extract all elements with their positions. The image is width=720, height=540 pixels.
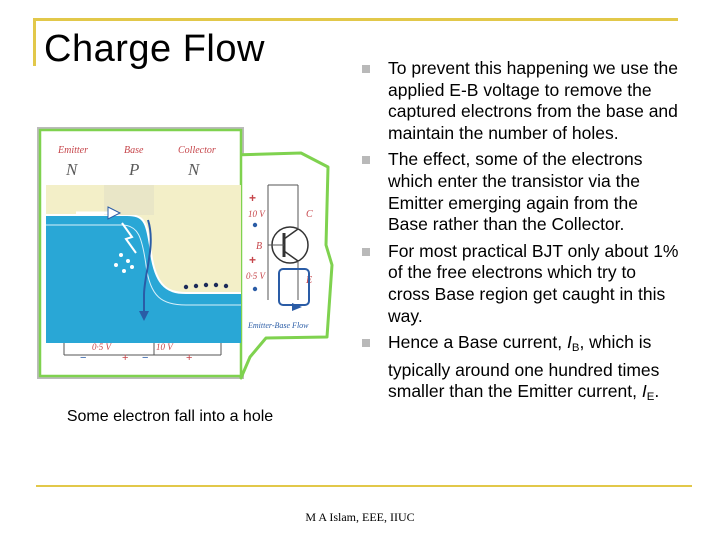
decorative-bottom-line bbox=[36, 485, 692, 487]
bullet-list: To prevent this happening we use the app… bbox=[360, 58, 680, 414]
decorative-top-line bbox=[33, 18, 678, 21]
band-edge-lower bbox=[46, 224, 241, 306]
electron-flow-arrowhead bbox=[107, 206, 122, 220]
bullet-square-icon bbox=[362, 247, 370, 256]
slide-footer: M A Islam, EEE, IIUC bbox=[305, 510, 415, 524]
bullet-text-4-mid: , which is typically around one hundred … bbox=[388, 332, 660, 402]
bullet-item: For most practical BJT only about 1% of … bbox=[360, 241, 680, 327]
transistor-emitter-leg bbox=[283, 250, 299, 262]
bullet-square-icon bbox=[362, 339, 370, 348]
collector-type: N bbox=[187, 160, 201, 179]
base-current-subscript: B bbox=[571, 342, 580, 355]
base-type: P bbox=[128, 160, 139, 179]
capture-lightning bbox=[121, 222, 137, 254]
flow-path-arrowhead bbox=[292, 303, 302, 311]
slide-title: Charge Flow bbox=[44, 28, 265, 70]
bullet-item: The effect, some of the electrons which … bbox=[360, 149, 680, 235]
right-voltage-bottom: 0·5 V bbox=[246, 271, 267, 281]
bullet-text-3: For most practical BJT only about 1% of … bbox=[388, 240, 679, 326]
right-minus-top-dot bbox=[252, 222, 258, 228]
bullet-square-icon bbox=[362, 65, 370, 73]
emitter-label: Emitter bbox=[57, 145, 88, 156]
right-voltage-top: 10 V bbox=[248, 209, 266, 219]
diagram-caption: Some electron fall into a hole bbox=[66, 408, 274, 425]
fall-arrow bbox=[143, 219, 152, 315]
decorative-vertical-line bbox=[33, 18, 36, 66]
collector-label: Collector bbox=[178, 145, 216, 156]
transistor-collector-leg bbox=[283, 228, 299, 240]
bullet-text-2: The effect, some of the electrons which … bbox=[388, 149, 643, 235]
bottom-minus-1: − bbox=[80, 352, 86, 364]
bullet-text-4-start: Hence a Base current, bbox=[388, 332, 567, 353]
electrons bbox=[183, 282, 229, 290]
bottom-minus-2: − bbox=[142, 352, 148, 364]
right-plus-top: + bbox=[249, 191, 256, 205]
base-current-symbol: I bbox=[566, 332, 572, 353]
bottom-plus-1: + bbox=[122, 352, 128, 364]
bottom-voltage-left: 0·5 V bbox=[92, 342, 113, 352]
bottom-plus-2: + bbox=[186, 352, 192, 364]
circuit-green-border bbox=[230, 151, 334, 380]
emitter-type: N bbox=[65, 160, 79, 179]
bullet-square-icon bbox=[362, 156, 370, 165]
electrons-in-band bbox=[114, 253, 134, 273]
terminal-c-label: C bbox=[306, 209, 313, 220]
fall-arrowhead bbox=[139, 311, 149, 321]
bullet-text-4-end: . bbox=[654, 381, 660, 402]
energy-band-blue bbox=[46, 215, 241, 343]
emitter-current-symbol: I bbox=[641, 381, 647, 402]
bullet-text-1: To prevent this happening we use the app… bbox=[388, 58, 678, 143]
transistor-charge-flow-diagram: Emitter Base Collector N P N 0·5 V 10 V … bbox=[37, 127, 334, 380]
bullet-item: Hence a Base current, IB, which is typic… bbox=[360, 332, 680, 409]
bottom-voltage-right: 10 V bbox=[156, 342, 174, 352]
emitter-current-subscript: E bbox=[646, 391, 655, 404]
terminal-b-label: B bbox=[256, 241, 262, 252]
base-label: Base bbox=[124, 145, 144, 156]
flow-label: Emitter-Base Flow bbox=[247, 321, 309, 330]
bullet-item: To prevent this happening we use the app… bbox=[360, 58, 680, 144]
right-plus-mid: + bbox=[249, 253, 256, 267]
right-minus-bottom-dot bbox=[252, 286, 258, 292]
